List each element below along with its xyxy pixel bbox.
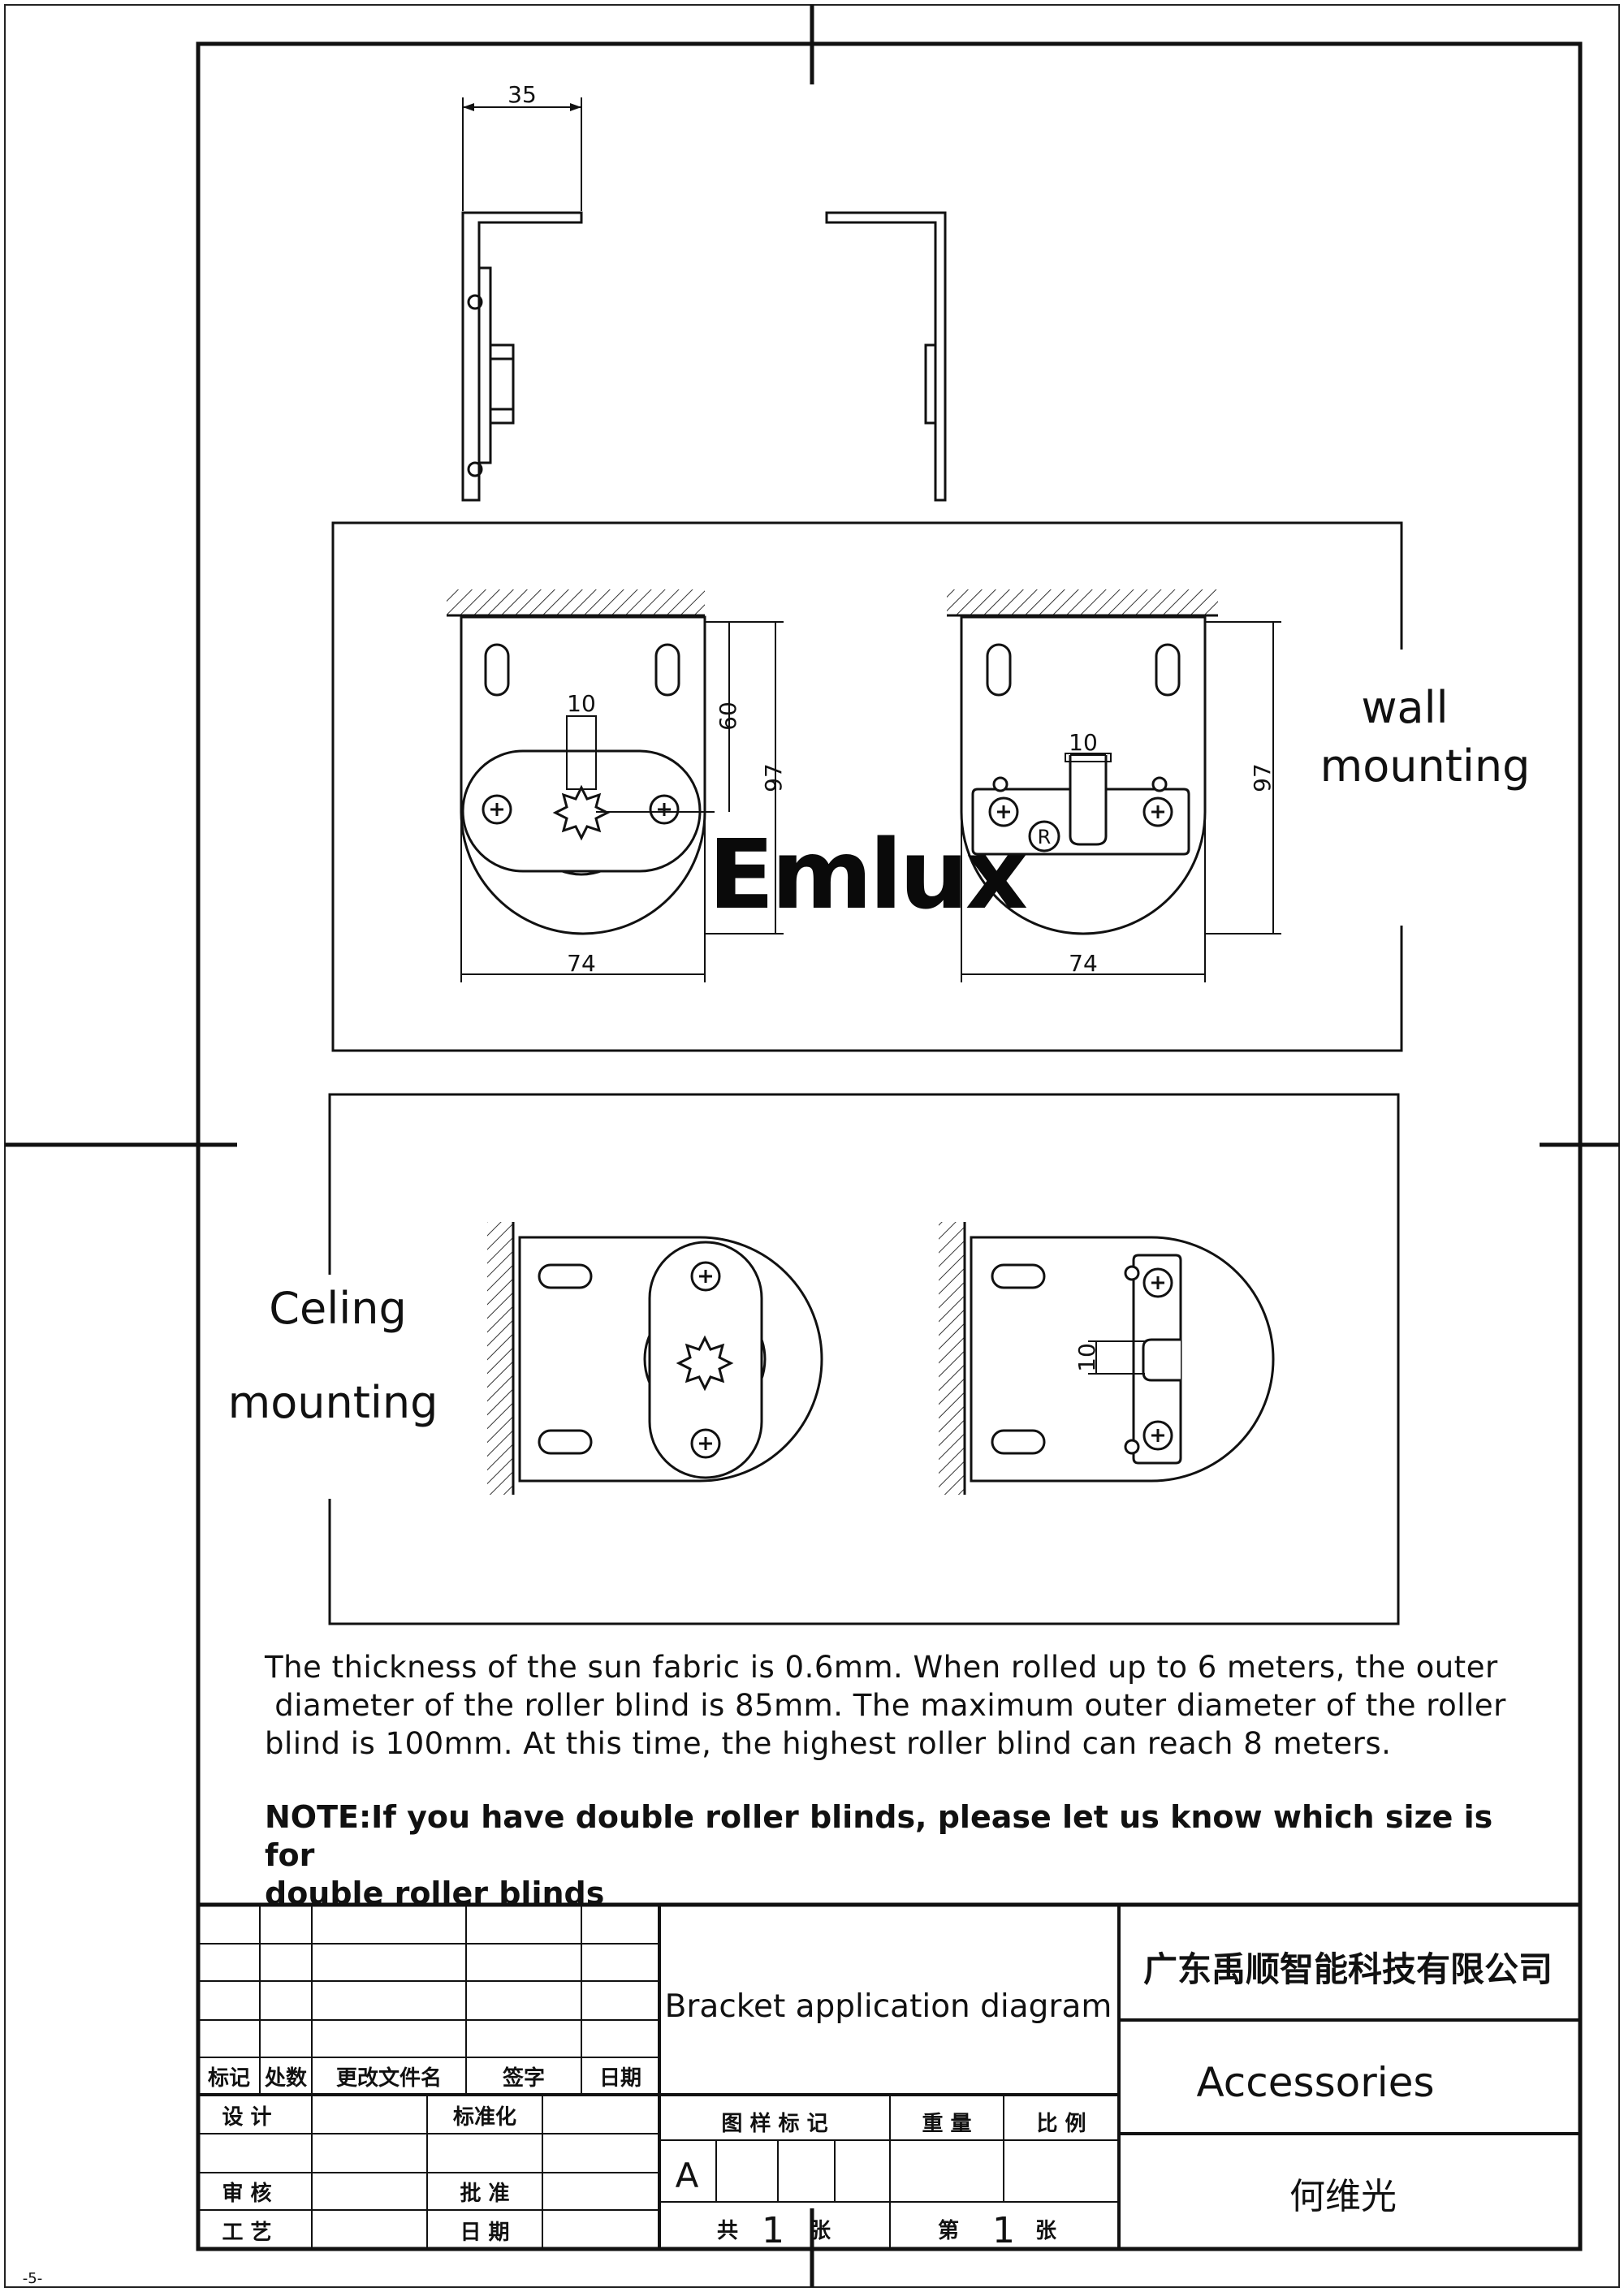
company-name: 广东禹顺智能科技有限公司 (1143, 1949, 1553, 1989)
page-number: -5- (23, 2270, 42, 2287)
label-date: 日 期 (460, 2221, 509, 2245)
category-name: Accessories (1196, 2059, 1434, 2106)
drawing-frame (196, 41, 1583, 2251)
label-review: 审 核 (222, 2181, 271, 2206)
side-view-right (825, 211, 947, 502)
logo-text: Emlux (708, 818, 1027, 930)
hdr-sign: 签字 (503, 2065, 545, 2091)
ceiling-bracket-front (487, 1222, 823, 1495)
title-block-text: 标记 处数 更改文件名 签字 日期 设 计 标准化 审 核 批 准 工 艺 日 … (208, 2065, 1086, 2245)
sheet-border (4, 4, 1620, 2288)
label-weight: 重 量 (922, 2112, 971, 2136)
label-total-suffix: 张 (810, 2219, 831, 2243)
wall-label-line1: wall (1361, 682, 1448, 733)
label-approve: 批 准 (460, 2182, 509, 2206)
wall-bracket-front (447, 589, 784, 982)
ceiling-mounting-frame (328, 1093, 1400, 1625)
title-block (198, 1902, 1580, 2249)
ceiling-label-line1: Celing (269, 1283, 406, 1334)
brand-logo: Emlux R (708, 818, 1060, 930)
label-sample-mark: 图 样 标 记 (721, 2111, 827, 2136)
total-count: 1 (762, 2210, 784, 2251)
label-sheet-prefix: 第 (938, 2218, 959, 2243)
person-name: 何维光 (1289, 2176, 1397, 2217)
dim-front-60: 60 (715, 701, 741, 731)
description-line-1: The thickness of the sun fabric is 0.6mm… (265, 1650, 1498, 1685)
fabric-description: The thickness of the sun fabric is 0.6mm… (265, 1648, 1548, 1763)
hdr-doc: 更改文件名 (336, 2065, 442, 2091)
registered-letter: R (1038, 826, 1052, 848)
ceiling-label-line2: mounting (228, 1377, 438, 1428)
label-standard: 标准化 (453, 2105, 516, 2130)
registered-mark-icon (1028, 820, 1060, 852)
label-design: 设 计 (222, 2105, 271, 2130)
ceiling-bracket-back (939, 1222, 1275, 1495)
dim-back-97: 97 (1249, 763, 1276, 792)
description-line-2: diameter of the roller blind is 85mm. Th… (265, 1688, 1506, 1723)
hdr-date: 日期 (599, 2066, 641, 2091)
wall-mounting-frame (331, 521, 1403, 1052)
hdr-count: 处数 (264, 2066, 308, 2091)
label-sheet-suffix: 张 (1035, 2219, 1057, 2243)
label-total-prefix: 共 (717, 2219, 738, 2243)
wall-label-line2: mounting (1320, 740, 1531, 792)
label-craft: 工 艺 (222, 2221, 271, 2245)
label-ratio: 比 例 (1036, 2112, 1086, 2136)
hdr-mark: 标记 (208, 2066, 250, 2091)
description-line-3: blind is 100mm. At this time, the highes… (265, 1726, 1392, 1761)
double-blind-note: NOTE:If you have double roller blinds, p… (265, 1798, 1548, 1913)
dim-back-74: 74 (1069, 950, 1098, 977)
note-line-1: NOTE:If you have double roller blinds, p… (265, 1799, 1493, 1873)
dim-front-97: 97 (760, 763, 787, 792)
note-line-2: double roller blinds (265, 1875, 605, 1911)
grade-letter: A (676, 2156, 699, 2195)
wall-bracket-back (947, 589, 1281, 982)
dim-ceiling-slot: 10 (1073, 1343, 1100, 1372)
sheet-number: 1 (992, 2210, 1015, 2251)
center-marks (5, 5, 1619, 2287)
dim-front-slot: 10 (567, 690, 596, 717)
dim-side-width: 35 (508, 81, 537, 108)
drawing-title: Bracket application diagram (665, 1988, 1112, 2025)
dim-back-slot: 10 (1069, 729, 1098, 756)
side-view-left (461, 97, 583, 502)
dim-front-74: 74 (567, 950, 596, 977)
